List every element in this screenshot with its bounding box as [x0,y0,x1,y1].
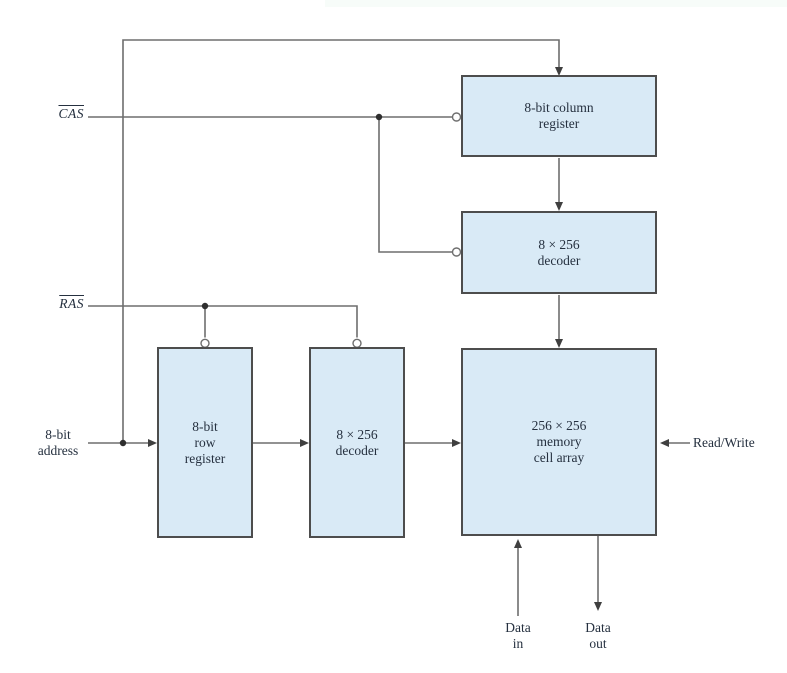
cas-signal-label: CAS [58,106,84,121]
address-signal-label: 8-bit address [37,427,79,458]
data-in-wire [514,539,522,616]
block-label-line: 8 × 256 [336,426,378,442]
address-input-wire [88,439,157,447]
address-junction-dot [119,439,127,447]
block-column-register: 8-bit column register [461,75,657,157]
row-register-to-decoder-wire [253,439,309,447]
cas-wire [88,112,462,257]
ras-signal-label: RAS [59,296,84,311]
row-decoder-to-memory-wire [405,439,461,447]
block-label-line: cell array [533,450,585,465]
data-out-wire [594,536,602,611]
block-label-line: row [194,434,216,450]
block-column-decoder: 8 × 256 decoder [461,211,657,294]
block-label-line: decoder [335,442,379,458]
cas-bubble-column-register [451,112,462,122]
block-row-register: 8-bit row register [157,347,253,538]
block-row-decoder: 8 × 256 decoder [309,347,405,538]
column-register-to-decoder-wire [555,158,563,211]
block-label-line: 8-bit column [524,100,594,115]
block-label-line: register [538,116,580,131]
block-label-line: register [184,450,226,466]
block-label-line: memory [536,434,582,449]
block-label-line: decoder [537,252,581,268]
cas-junction-dot [375,113,383,121]
read-write-signal-label: Read/Write [693,435,755,450]
page-edge-band [325,0,787,7]
block-label-line: 256 × 256 [531,418,587,433]
ras-wire [88,302,362,348]
block-label-line: 8 × 256 [538,236,580,252]
read-write-wire [660,439,690,447]
cas-bubble-column-decoder [451,247,462,257]
data-in-signal-label: Data in [505,620,531,651]
data-out-signal-label: Data out [585,620,611,651]
address-top-wire [122,39,563,443]
column-decoder-to-memory-wire [555,295,563,348]
block-label-line: 8-bit [192,418,218,434]
block-memory-cell-array: 256 × 256 memory cell array [461,348,657,536]
ras-junction-dot [201,302,209,310]
arrow-down-into-column-register [555,67,563,76]
